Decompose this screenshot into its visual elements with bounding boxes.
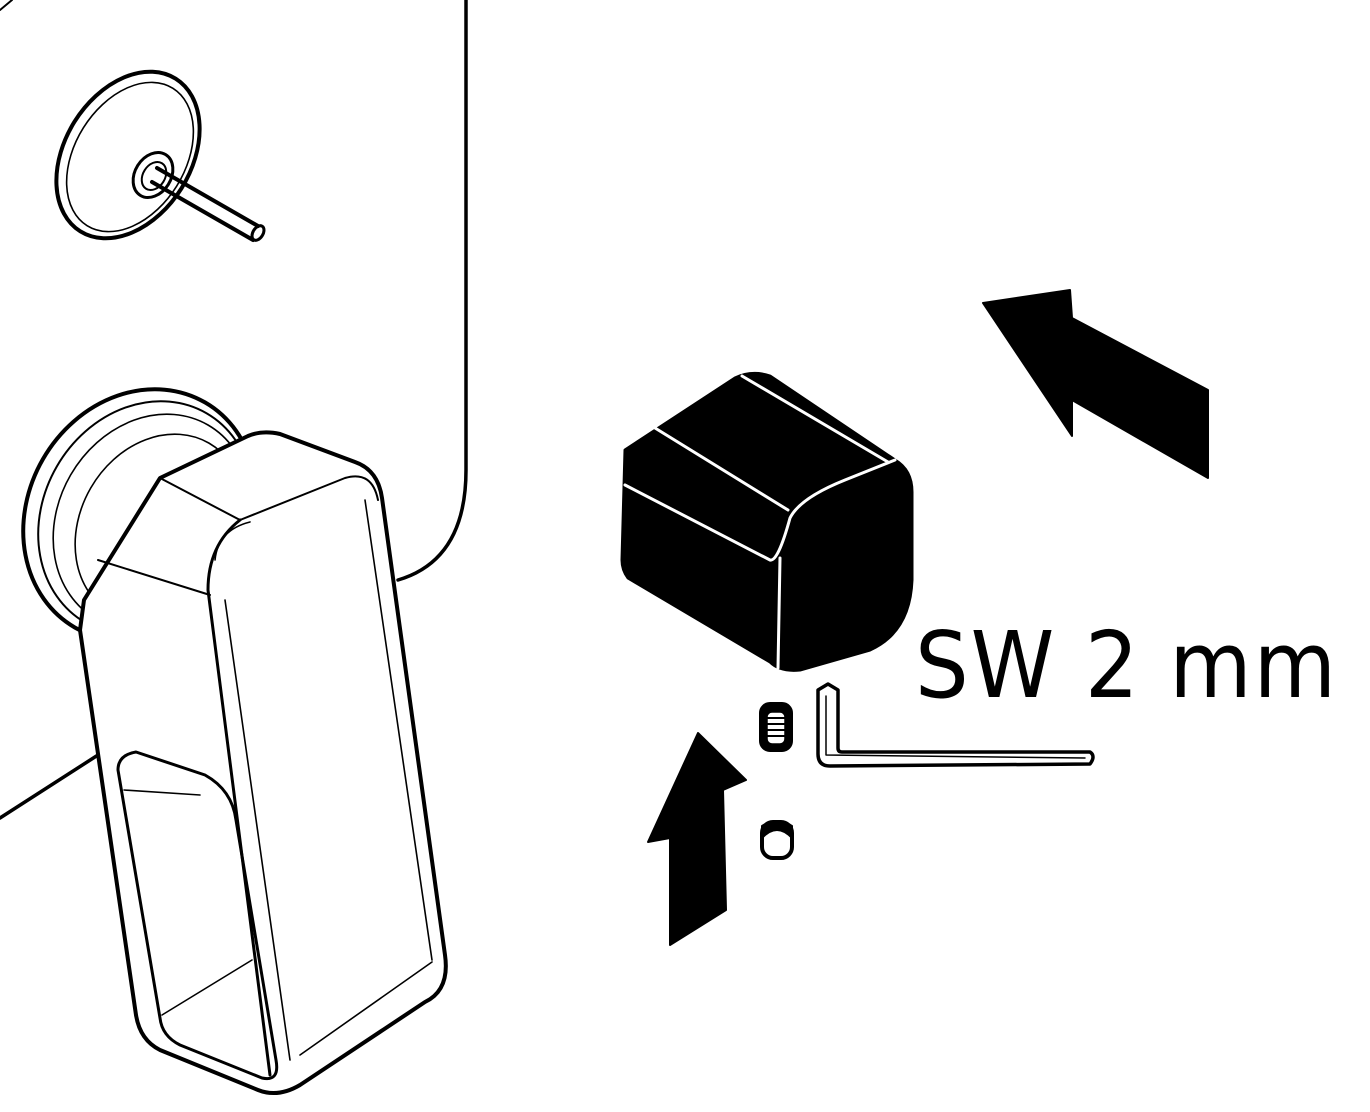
diverter-rosette: [54, 69, 202, 241]
hex-key: [816, 682, 1095, 768]
arrow-up: [647, 732, 747, 946]
diverter-spindle: [150, 166, 266, 242]
arrow-push-in: [982, 289, 1209, 479]
knob-cap: [620, 371, 914, 672]
grub-screw: [759, 702, 793, 752]
mixer-body: [0, 0, 468, 820]
cover-cap: [760, 820, 794, 860]
hex-key-size-label: SW 2 mm: [915, 612, 1338, 719]
lever-handle: [21, 387, 448, 1096]
